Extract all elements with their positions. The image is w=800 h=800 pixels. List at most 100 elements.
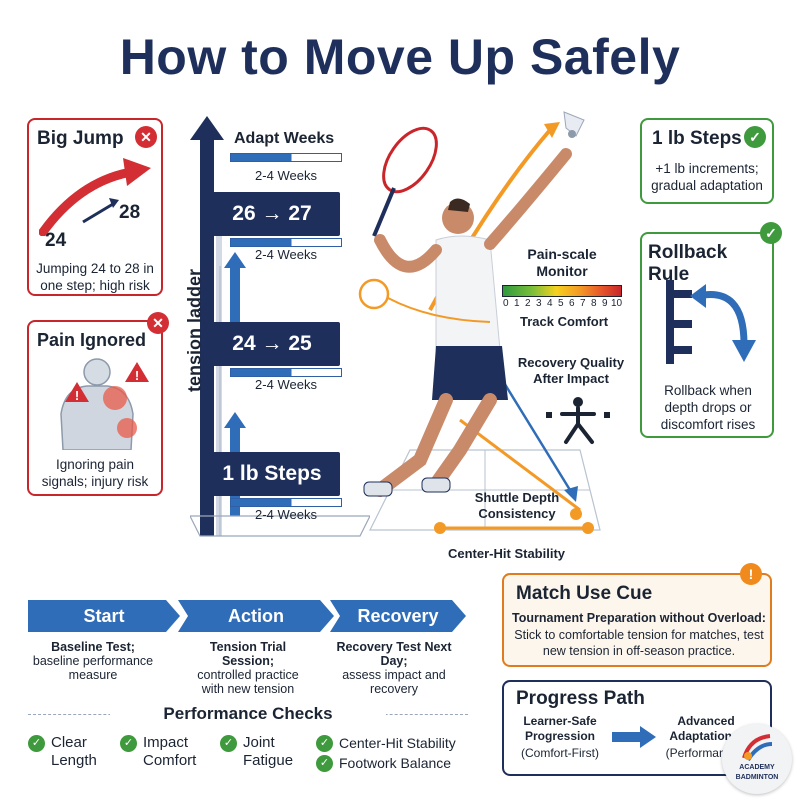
check-item: ✓ Center-Hit Stability bbox=[316, 734, 476, 752]
check-item-label: Impact Comfort bbox=[143, 734, 197, 769]
progress-path-title: Progress Path bbox=[516, 688, 645, 709]
center-hit-label: Center-Hit Stability bbox=[448, 546, 566, 561]
big-jump-title: Big Jump bbox=[37, 128, 124, 149]
track-comfort-label: Track Comfort bbox=[520, 314, 609, 329]
shuttle-depth-label: Shuttle Depth Consistency bbox=[474, 490, 560, 521]
one-lb-steps-card: 1 lb Steps ✓ +1 lb increments; gradual a… bbox=[640, 118, 774, 204]
flow-step-action: Action bbox=[178, 600, 334, 632]
big-jump-from: 24 bbox=[45, 230, 67, 251]
pain-scale-tick: 9 bbox=[602, 298, 608, 309]
rollback-arrow-icon bbox=[666, 280, 756, 364]
check-item-label: Joint Fatigue bbox=[243, 734, 294, 769]
one-lb-steps-title: 1 lb Steps bbox=[652, 128, 742, 149]
ladder-weeks-bar bbox=[230, 238, 342, 247]
big-jump-text: Jumping 24 to 28 in one step; high risk bbox=[36, 261, 154, 293]
flow-step-action-bold: Tension Trial Session; bbox=[209, 640, 287, 668]
progress-right-sub: (Performance bbox=[665, 746, 739, 760]
checkmark-icon: ✓ bbox=[220, 735, 237, 752]
one-lb-steps-text: +1 lb increments; gradual adaptation bbox=[651, 161, 763, 193]
ladder-weeks-label: 2-4 Weeks bbox=[255, 377, 317, 392]
check-item-label: Clear Length bbox=[51, 734, 97, 769]
flow-step-action-desc: Tension Trial Session; controlled practi… bbox=[188, 640, 308, 696]
rollback-rule-card: Rollback Rule ✓ Rollback when depth drop… bbox=[640, 222, 782, 438]
warning-icon: ! bbox=[740, 563, 762, 585]
pain-scale-bar bbox=[502, 285, 622, 297]
rollback-rule-text: Rollback when depth drops or discomfort … bbox=[660, 383, 756, 432]
recovery-quality-label: Recovery Quality After Impact bbox=[517, 355, 625, 386]
pain-scale-tick: 8 bbox=[591, 298, 597, 309]
checkmark-icon: ✓ bbox=[316, 755, 333, 772]
pain-scale-tick: 5 bbox=[558, 298, 564, 309]
check-item-label: Center-Hit Stability bbox=[339, 735, 456, 751]
pain-ignored-card: Pain Ignored ✕ ! ! Ignoring pain signals… bbox=[27, 312, 169, 496]
shuttle-logo-icon bbox=[742, 734, 773, 762]
check-item-label: Footwork Balance bbox=[339, 755, 452, 771]
check-icon: ✓ bbox=[744, 126, 766, 148]
pain-scale-tick: 4 bbox=[547, 298, 553, 309]
pain-ignored-text: Ignoring pain signals; injury risk bbox=[41, 457, 149, 489]
error-icon: ✕ bbox=[135, 126, 157, 148]
check-item: ✓ Footwork Balance bbox=[316, 754, 476, 772]
rollback-rule-title: Rollback Rule bbox=[648, 242, 728, 285]
flow-step-start: Start bbox=[28, 600, 180, 632]
adapt-weeks-label: 2-4 Weeks bbox=[255, 168, 317, 183]
ladder-weeks-bar bbox=[230, 368, 342, 377]
flow-step-recovery: Recovery bbox=[330, 600, 466, 632]
academy-logo: ACADEMY BADMINTON bbox=[722, 724, 792, 794]
check-item: ✓ Clear Length bbox=[28, 734, 118, 770]
match-use-cue-title: Match Use Cue bbox=[516, 583, 653, 604]
checkmark-icon: ✓ bbox=[120, 735, 137, 752]
progress-arrow-icon bbox=[612, 726, 656, 748]
pain-scale-tick: 6 bbox=[569, 298, 575, 309]
progress-left-title: Learner-Safe Progression bbox=[523, 714, 597, 743]
performance-checks-title: Performance Checks bbox=[110, 704, 386, 724]
svg-text:!: ! bbox=[135, 368, 139, 383]
player-illustration bbox=[358, 111, 610, 534]
page-title: How to Move Up Safely bbox=[119, 29, 681, 85]
match-use-cue-subtitle: Tournament Preparation without Overload: bbox=[512, 611, 766, 625]
pain-scale-tick: 7 bbox=[580, 298, 586, 309]
adapt-weeks-bar bbox=[230, 153, 342, 162]
progress-left-sub: (Comfort-First) bbox=[521, 746, 599, 760]
injured-torso-icon: ! ! bbox=[60, 358, 149, 450]
adapt-weeks-title: Adapt Weeks bbox=[234, 130, 335, 147]
flow-step-recovery-text: assess impact and recovery bbox=[342, 668, 446, 696]
logo-line2: BADMINTON bbox=[735, 774, 779, 781]
big-jump-to: 28 bbox=[119, 202, 141, 223]
flow-step-start-text: baseline performance measure bbox=[32, 654, 154, 682]
progress-path-card: Progress Path Learner-Safe Progression (… bbox=[502, 680, 772, 776]
error-icon: ✕ bbox=[147, 312, 169, 334]
check-item: ✓ Joint Fatigue bbox=[220, 734, 300, 770]
flow-step-action-text: controlled practice with new tension bbox=[197, 668, 299, 696]
ladder-weeks-label: 2-4 Weeks bbox=[255, 247, 317, 262]
pain-scale-tick: 3 bbox=[536, 298, 542, 309]
big-jump-card: Big Jump ✕ 24 28 Jumping 24 to 28 in one… bbox=[27, 118, 163, 296]
flow-step-recovery-desc: Recovery Test Next Day; assess impact an… bbox=[336, 640, 452, 696]
svg-text:!: ! bbox=[75, 388, 79, 403]
progress-right-title: Advanced Adaptation F bbox=[669, 714, 743, 743]
checkmark-icon: ✓ bbox=[316, 735, 333, 752]
pain-scale-tick: 1 bbox=[514, 298, 520, 309]
ladder-step-24-25: 24 → 25 bbox=[204, 322, 340, 366]
ladder-step-26-27: 26 → 27 bbox=[204, 192, 340, 236]
flow-step-recovery-bold: Recovery Test Next Day; bbox=[336, 640, 452, 668]
flow-step-start-bold: Baseline Test; bbox=[51, 640, 135, 654]
check-icon: ✓ bbox=[760, 222, 782, 244]
ladder-weeks-bar bbox=[230, 498, 342, 507]
checkmark-icon: ✓ bbox=[28, 735, 45, 752]
pain-scale-tick: 10 bbox=[611, 298, 623, 309]
match-use-cue-card: Match Use Cue ! Tournament Preparation w… bbox=[502, 563, 772, 667]
ladder-step-1lb: 1 lb Steps bbox=[204, 452, 340, 496]
jump-arrow-icon bbox=[39, 158, 151, 236]
flow-step-start-desc: Baseline Test; baseline performance meas… bbox=[28, 640, 158, 682]
pain-scale-tick: 2 bbox=[525, 298, 531, 309]
ladder-weeks-label: 2-4 Weeks bbox=[255, 507, 317, 522]
pain-scale-tick: 0 bbox=[503, 298, 509, 309]
match-use-cue-text: Stick to comfortable tension for matches… bbox=[514, 628, 764, 658]
tension-ladder-axis-label: tension ladder bbox=[184, 268, 205, 393]
logo-line1: ACADEMY bbox=[739, 764, 775, 771]
check-item: ✓ Impact Comfort bbox=[120, 734, 210, 770]
pain-ignored-title: Pain Ignored bbox=[37, 330, 147, 350]
pain-scale-title: Pain-scale Monitor bbox=[527, 246, 597, 279]
